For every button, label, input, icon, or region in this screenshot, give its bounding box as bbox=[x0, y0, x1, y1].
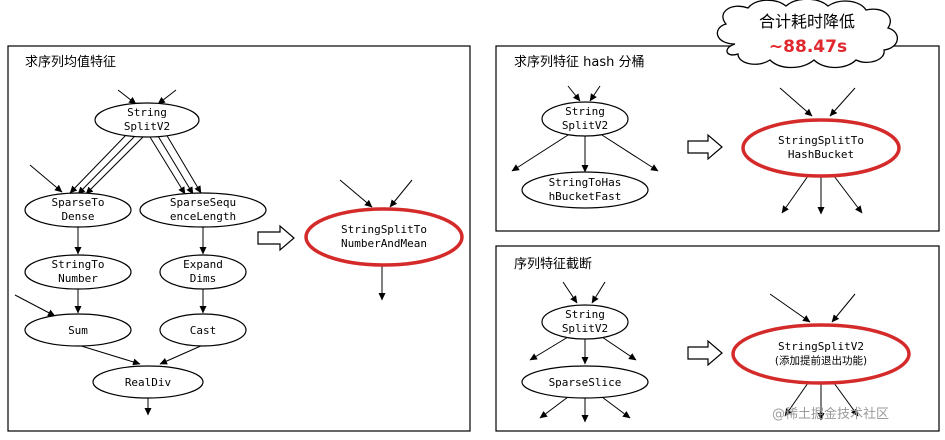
svg-text:Dense: Dense bbox=[61, 210, 94, 223]
transform-arrow-mean bbox=[257, 224, 295, 252]
edges-fused-slice bbox=[769, 293, 859, 421]
svg-text:Number: Number bbox=[58, 272, 98, 285]
panel-slice-title: 序列特征截断 bbox=[514, 257, 592, 272]
svg-text:NumberAndMean: NumberAndMean bbox=[341, 237, 427, 250]
edges-fused-mean bbox=[339, 179, 413, 301]
node-real-div: RealDiv bbox=[92, 365, 204, 399]
svg-text:StringToHas: StringToHas bbox=[549, 176, 622, 189]
savings-callout: 合计耗时降低 ~88.47s bbox=[716, 0, 898, 69]
svg-text:Expand: Expand bbox=[183, 258, 223, 271]
edges-mean bbox=[14, 89, 207, 416]
svg-text:StringSplitTo: StringSplitTo bbox=[778, 134, 864, 147]
svg-text:SparseSequ: SparseSequ bbox=[170, 196, 236, 209]
node-string-to-number: StringTo Number bbox=[24, 254, 132, 290]
svg-text:hBucketFast: hBucketFast bbox=[549, 190, 622, 203]
svg-text:StringTo: StringTo bbox=[52, 258, 105, 271]
node-sparse-to-dense: SparseTo Dense bbox=[24, 192, 132, 228]
svg-text:Cast: Cast bbox=[190, 324, 217, 337]
transform-arrow-slice bbox=[687, 339, 723, 367]
node-to-hash-fast: StringToHas hBucketFast bbox=[521, 171, 649, 209]
svg-text:SparseSlice: SparseSlice bbox=[549, 376, 622, 389]
svg-text:StringSplitTo: StringSplitTo bbox=[341, 223, 427, 236]
svg-text:Sum: Sum bbox=[68, 324, 88, 337]
node-expand-dims: Expand Dims bbox=[159, 254, 247, 290]
svg-text:(添加提前退出功能): (添加提前退出功能) bbox=[775, 354, 867, 367]
node-hash-split: String SplitV2 bbox=[541, 101, 629, 137]
svg-text:StringSplitV2: StringSplitV2 bbox=[778, 340, 864, 353]
node-fused-slice: StringSplitV2 (添加提前退出功能) bbox=[731, 323, 911, 385]
watermark: @稀土掘金技术社区 bbox=[772, 406, 889, 422]
node-mean-split: String SplitV2 bbox=[94, 102, 200, 138]
edges-hash bbox=[511, 85, 659, 173]
svg-text:String: String bbox=[565, 105, 605, 118]
svg-text:SplitV2: SplitV2 bbox=[562, 119, 608, 132]
svg-text:HashBucket: HashBucket bbox=[788, 148, 854, 161]
svg-text:SparseTo: SparseTo bbox=[52, 196, 105, 209]
svg-text:SplitV2: SplitV2 bbox=[562, 322, 608, 335]
svg-text:String: String bbox=[565, 308, 605, 321]
callout-value: ~88.47s bbox=[769, 37, 847, 57]
svg-text:enceLength: enceLength bbox=[170, 210, 236, 223]
node-sum: Sum bbox=[24, 313, 132, 347]
edges-fused-hash bbox=[779, 87, 863, 215]
node-cast: Cast bbox=[159, 313, 247, 347]
transform-arrow-hash bbox=[687, 133, 723, 161]
panel-hash-title: 求序列特征 hash 分桶 bbox=[514, 55, 644, 70]
panel-mean-title: 求序列均值特征 bbox=[25, 54, 116, 70]
node-slice-split: String SplitV2 bbox=[541, 304, 629, 340]
node-fused-mean: StringSplitTo NumberAndMean bbox=[304, 207, 464, 267]
callout-title: 合计耗时降低 bbox=[759, 12, 855, 31]
edges-slice bbox=[529, 281, 637, 423]
svg-text:RealDiv: RealDiv bbox=[125, 376, 172, 389]
node-sparse-seq-len: SparseSequ enceLength bbox=[139, 192, 267, 228]
node-fused-hash: StringSplitTo HashBucket bbox=[741, 118, 901, 178]
svg-text:Dims: Dims bbox=[190, 272, 217, 285]
svg-text:String: String bbox=[127, 106, 167, 119]
node-sparse-slice: SparseSlice bbox=[521, 365, 649, 399]
svg-text:SplitV2: SplitV2 bbox=[124, 120, 170, 133]
